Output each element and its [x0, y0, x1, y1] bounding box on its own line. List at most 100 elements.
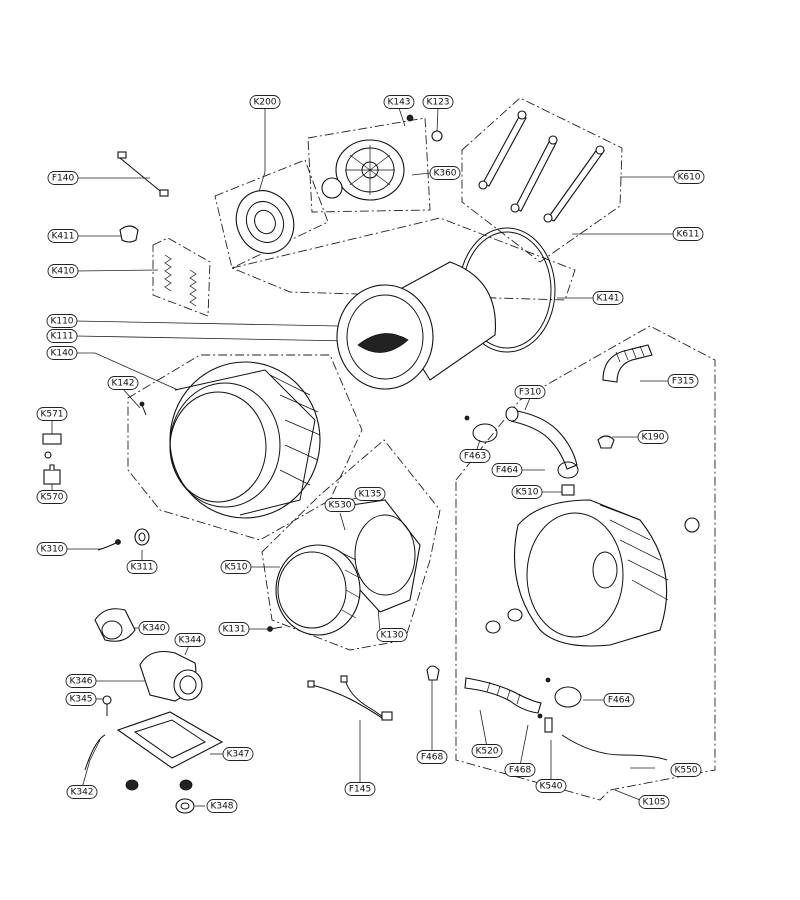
- part-label-k200: K200: [249, 95, 281, 109]
- part-label-frame: [637, 430, 669, 444]
- part-label-text: K360: [433, 169, 456, 179]
- part-label-k141: K141: [592, 291, 624, 305]
- part-label-k142: K142: [107, 376, 139, 390]
- part-label-frame: [491, 463, 523, 477]
- part-label-text: K530: [328, 501, 351, 511]
- part-label-text: K520: [475, 747, 498, 757]
- part-k344-pump-housing: [139, 650, 203, 702]
- part-k347-bracket: [116, 711, 224, 769]
- parts: [42, 110, 700, 814]
- part-k520-drain-hose: [464, 677, 542, 714]
- part-label-text: F468: [509, 766, 532, 776]
- part-label-frame: [638, 795, 670, 809]
- part-label-k410: K410: [47, 264, 79, 278]
- part-k610-dampers: [478, 110, 605, 223]
- part-label-text: K571: [40, 410, 63, 420]
- part-label-frame: [514, 385, 546, 399]
- group-k200: [214, 159, 329, 269]
- part-label-frame: [46, 314, 78, 328]
- part-label-text: K344: [178, 636, 201, 646]
- part-label-frame: [324, 498, 356, 512]
- part-label-text: K310: [40, 545, 63, 555]
- part-label-k310: K310: [36, 542, 68, 556]
- part-label-k340: K340: [138, 621, 170, 635]
- group-outlines: [127, 97, 716, 801]
- part-label-k348: K348: [206, 799, 238, 813]
- part-k510-gasket: [275, 544, 361, 636]
- group-k410: [152, 237, 211, 317]
- part-label-k123: K123: [422, 95, 454, 109]
- part-label-frame: [429, 166, 461, 180]
- leader-lines: [51, 107, 675, 807]
- part-k571: [42, 433, 62, 459]
- part-label-frame: [218, 622, 250, 636]
- part-label-text: K410: [51, 267, 74, 277]
- part-label-text: K311: [130, 563, 153, 573]
- part-label-frame: [670, 763, 702, 777]
- part-k105-tub-rear: [485, 499, 700, 647]
- part-label-frame: [504, 763, 536, 777]
- part-k411: [119, 225, 139, 243]
- part-label-frame: [471, 744, 503, 758]
- part-label-frame: [46, 346, 78, 360]
- part-f464-ring: [557, 461, 579, 479]
- part-label-k360: K360: [429, 166, 461, 180]
- part-label-frame: [249, 95, 281, 109]
- part-label-k610: K610: [673, 170, 705, 184]
- part-k345-screw: [102, 695, 112, 716]
- part-label-frame: [383, 95, 415, 109]
- part-label-f464a: F464: [491, 463, 523, 477]
- part-f140: [117, 151, 169, 197]
- part-k570: [43, 464, 61, 485]
- part-label-text: F464: [496, 466, 519, 476]
- part-label-text: K348: [210, 802, 233, 812]
- part-label-k345: K345: [65, 692, 97, 706]
- part-label-frame: [376, 628, 408, 642]
- part-k310: [97, 539, 121, 551]
- part-label-frame: [672, 227, 704, 241]
- part-label-frame: [138, 621, 170, 635]
- part-label-f315: F315: [667, 374, 699, 388]
- part-label-text: F315: [672, 377, 694, 387]
- part-label-frame: [603, 693, 635, 707]
- part-label-text: K140: [50, 349, 73, 359]
- part-label-k530: K530: [324, 498, 356, 512]
- part-k311: [134, 528, 150, 546]
- part-label-k510b: K510: [220, 560, 252, 574]
- part-k142-screw: [139, 401, 147, 416]
- part-label-k520: K520: [471, 744, 503, 758]
- part-label-text: K111: [50, 332, 73, 342]
- part-label-text: K130: [380, 631, 403, 641]
- part-label-frame: [36, 407, 68, 421]
- part-k550-heater-wire: [561, 734, 668, 761]
- part-label-k411: K411: [47, 229, 79, 243]
- part-label-frame: [107, 376, 139, 390]
- part-label-f464b: F464: [603, 693, 635, 707]
- part-label-frame: [36, 542, 68, 556]
- part-label-text: K610: [677, 173, 700, 183]
- part-label-k135: K135: [354, 487, 386, 501]
- part-label-text: K340: [142, 624, 165, 634]
- part-label-k510a: K510: [511, 485, 543, 499]
- part-label-text: K135: [358, 490, 381, 500]
- part-label-text: K123: [426, 98, 449, 108]
- part-label-k347: K347: [222, 747, 254, 761]
- part-label-text: K342: [70, 788, 93, 798]
- part-label-text: K131: [222, 625, 245, 635]
- part-label-k131: K131: [218, 622, 250, 636]
- part-label-k570: K570: [36, 490, 68, 504]
- part-label-k190: K190: [637, 430, 669, 444]
- part-label-f468a: F468: [416, 750, 448, 764]
- part-label-text: K141: [596, 294, 619, 304]
- part-label-frame: [47, 264, 79, 278]
- part-label-text: K346: [69, 677, 92, 687]
- part-label-frame: [667, 374, 699, 388]
- part-label-text: K200: [253, 98, 276, 108]
- part-f463-gasket: [464, 415, 498, 443]
- part-label-frame: [65, 692, 97, 706]
- part-label-k571: K571: [36, 407, 68, 421]
- part-k135-bracket: [351, 499, 421, 613]
- part-label-frame: [354, 487, 386, 501]
- part-label-text: F468: [421, 753, 444, 763]
- part-label-text: K611: [676, 230, 699, 240]
